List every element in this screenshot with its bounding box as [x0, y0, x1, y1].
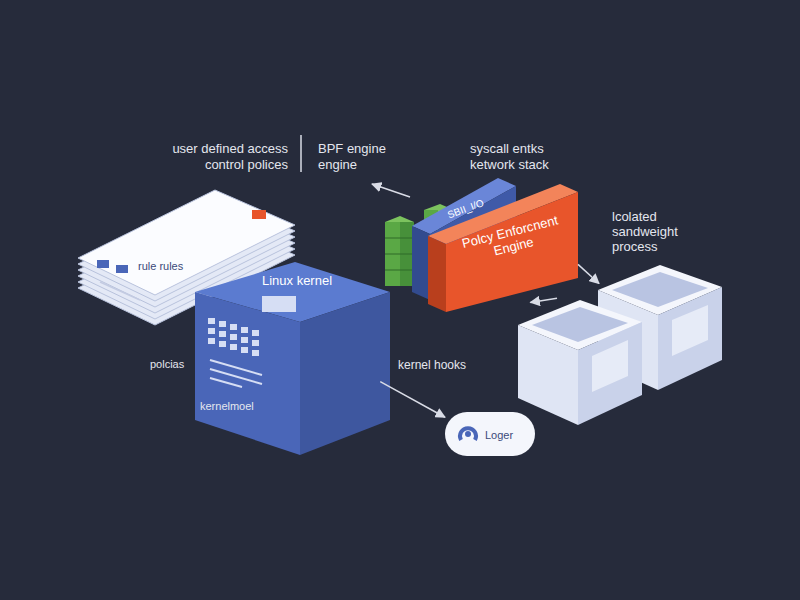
- divider-line: [301, 135, 302, 172]
- sandbox-cube: [672, 305, 708, 356]
- pointer-arrow: [372, 184, 410, 197]
- annotation-label: syscall entks ketwork stack: [470, 141, 570, 172]
- kernel-keyboard: [230, 344, 237, 350]
- sandbox-cube: [518, 300, 642, 425]
- kernel-box: [262, 296, 296, 312]
- kernel-keyboard: [208, 318, 215, 324]
- green-cubes: [385, 270, 414, 271]
- node-text: SBII_I/O: [446, 189, 508, 221]
- kernel-keyboard: [219, 331, 226, 337]
- kernel-keyboard: [219, 321, 226, 327]
- kernel-keyboard: [208, 328, 215, 334]
- kernel-keyboard: [252, 350, 259, 356]
- blue-slab: [412, 226, 430, 300]
- kernel-keyboard: [210, 378, 242, 387]
- orange-block: [428, 184, 578, 312]
- kernel-keyboard: [230, 324, 237, 330]
- document-stack: [252, 210, 266, 219]
- kernel-box: [300, 292, 390, 455]
- pointer-arrow: [372, 184, 410, 197]
- annotation-label: kernelmoel: [200, 400, 280, 413]
- node-text: Polcy Enforcnent Engine: [458, 213, 566, 267]
- logger-icon: [455, 421, 481, 447]
- annotation-label: user defined access control polices: [138, 141, 288, 172]
- kernel-keyboard: [219, 341, 226, 347]
- annotation-label: polcias: [150, 358, 220, 371]
- kernel-keyboard: [241, 347, 248, 353]
- flow-arrow: [380, 382, 445, 418]
- green-cubes: [385, 254, 414, 255]
- kernel-keyboard: [252, 330, 259, 336]
- kernel-box: [195, 292, 300, 455]
- kernel-keyboard: [208, 338, 215, 344]
- kernel-keyboard: [210, 360, 262, 375]
- flow-arrow: [530, 298, 557, 302]
- kernel-keyboard: [252, 340, 259, 346]
- node-text: rule rules: [138, 260, 208, 273]
- kernel-box: [195, 262, 390, 455]
- sandbox-cube: [592, 340, 628, 392]
- sandbox-process: lcolated sandweight process: [515, 262, 725, 427]
- annotation-label: BPF engine engine: [318, 141, 398, 172]
- sandbox-cube: [518, 325, 578, 425]
- rule-document-stack: rule rules: [78, 190, 295, 325]
- node-text: Loger: [485, 429, 529, 442]
- logger-icon: [460, 428, 476, 440]
- document-stack: [100, 282, 140, 300]
- kernel-keyboard: [208, 318, 262, 387]
- sandbox-cube: [658, 287, 722, 390]
- io-slab: SBII_I/O: [432, 193, 512, 223]
- logger-circle: Loger: [445, 412, 535, 456]
- node-text: lcolated sandweight process: [612, 210, 704, 255]
- flow-arrow: [578, 264, 599, 283]
- kernel-keyboard: [241, 337, 248, 343]
- sandbox-cube: [578, 322, 642, 425]
- node-text: Linux kernel: [247, 274, 347, 289]
- kernel-keyboard: [210, 369, 262, 384]
- policy-engine-block: Polcy Enforcnent Engine: [446, 215, 578, 310]
- document-stack: [116, 265, 128, 273]
- logger-icon: [465, 431, 471, 437]
- annotation-label: kernel hooks: [398, 358, 488, 372]
- kernel-keyboard: [241, 327, 248, 333]
- orange-block: [428, 236, 446, 312]
- kernel-keyboard: [230, 334, 237, 340]
- green-cubes: [385, 238, 414, 239]
- document-stack: [97, 260, 109, 268]
- document-stack: [78, 190, 295, 325]
- divider-line: [300, 135, 302, 172]
- kernel-box: Linux kernel: [195, 262, 390, 455]
